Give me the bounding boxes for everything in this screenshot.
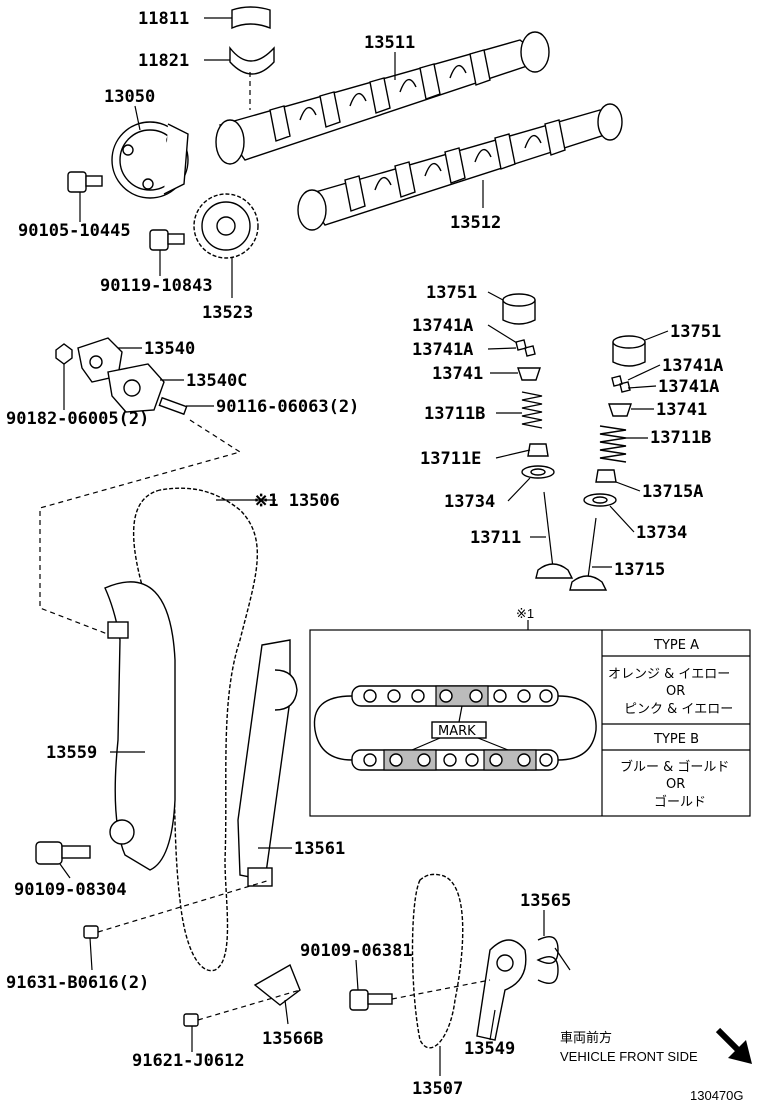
label-13741-intake: 13741 [432,364,483,384]
label-91631-B0616: 91631-B0616(2) [6,973,149,993]
vehicle-front-en: VEHICLE FRONT SIDE [560,1049,698,1064]
type-b-line1: ブルー & ゴールド [620,759,729,775]
bolt-90119[interactable] [149,229,185,251]
camshaft-exhaust-13512[interactable] [297,103,623,231]
label-90116-06063: 90116-06063(2) [216,397,359,417]
figure-id: 130470G [690,1088,744,1103]
label-13506: ※1 13506 [254,491,340,511]
label-13741A-4: 13741A [658,377,719,397]
label-13711E: 13711E [420,449,481,469]
label-13711: 13711 [470,528,521,548]
lifter-13751-intake[interactable] [502,293,536,325]
label-90105-10445: 90105-10445 [18,221,131,241]
label-13751-intake: 13751 [426,283,477,303]
camshaft-intake-13511[interactable] [215,31,550,165]
bearing-upper-11811[interactable] [231,6,271,30]
label-13549: 13549 [464,1039,515,1059]
retainer-13741-intake[interactable] [517,367,541,381]
spring-13711B-intake[interactable] [521,391,543,429]
type-a-line2: ピンク & イエロー [624,702,733,717]
spring-13565[interactable] [536,936,571,984]
type-a-or: OR [666,684,685,699]
label-13512: 13512 [450,213,501,233]
label-13741A-2: 13741A [412,340,473,360]
label-13559: 13559 [46,743,97,763]
washer-13734-intake[interactable] [521,465,555,479]
label-13566B: 13566B [262,1029,323,1049]
seal-13715A[interactable] [595,469,617,483]
label-13540C: 13540C [186,371,247,391]
label-13565: 13565 [520,891,571,911]
label-13523: 13523 [202,303,253,323]
spring-13711B-exhaust[interactable] [599,425,627,463]
inset-ref-mark: ※1 [516,606,534,621]
sprocket-13523[interactable] [193,193,259,259]
chain-13507[interactable] [411,873,464,1049]
label-13741A-1: 13741A [412,316,473,336]
label-90182-06005: 90182-06005(2) [6,409,149,429]
tensioner-arm-13549[interactable] [476,939,527,1041]
arrow-down-right-icon [715,1027,752,1064]
label-13715: 13715 [614,560,665,580]
label-13561: 13561 [294,839,345,859]
label-13050: 13050 [104,87,155,107]
label-13741-exhaust: 13741 [656,400,707,420]
keeper-13741A-exhaust[interactable] [611,375,631,393]
chain-guide-13566B[interactable] [253,963,301,1006]
gasket-13540C[interactable] [107,363,165,413]
chain-links-upper [351,685,559,707]
retainer-13741-exhaust[interactable] [608,403,632,417]
timing-chain-13506[interactable] [133,487,258,972]
label-11821: 11821 [138,51,189,71]
lifter-13751-exhaust[interactable] [612,335,646,367]
chain-slipper-13561[interactable] [237,639,298,887]
valve-13711-intake[interactable] [535,491,574,579]
inset-mark-label: MARK [438,724,476,739]
valve-13715-exhaust[interactable] [569,517,608,591]
washer-13734-exhaust[interactable] [583,493,617,507]
bearing-lower-11821[interactable] [229,45,275,75]
type-b-line2: ゴールド [654,794,706,810]
chain-mark-inset: MARK TYPE A オレンジ & イエロー OR ピンク & イエロー TY… [309,629,751,817]
label-13734-exhaust: 13734 [636,523,687,543]
label-90109-06381: 90109-06381 [300,941,413,961]
type-a-line1: オレンジ & イエロー [608,667,730,682]
bolt-90105[interactable] [67,171,103,193]
chain-guide-13559[interactable] [104,581,176,871]
type-b-title: TYPE B [653,732,699,747]
bolt-91631[interactable] [83,925,99,939]
label-90119-10843: 90119-10843 [100,276,213,296]
chain-links-lower [351,749,559,771]
label-13540: 13540 [144,339,195,359]
bolt-90109-06381[interactable] [349,989,393,1011]
type-a-title: TYPE A [653,638,699,653]
keeper-13741A-intake[interactable] [515,339,536,357]
vvt-gear-13050[interactable] [111,121,189,199]
stud-90116[interactable] [158,396,188,416]
part-labels: 11811 11821 13511 13050 90105-10445 1351… [6,9,723,1099]
label-90109-08304: 90109-08304 [14,880,127,900]
label-13507: 13507 [412,1079,463,1099]
label-91621-J0612: 91621-J0612 [132,1051,245,1071]
label-13711B-exhaust: 13711B [650,428,711,448]
label-13511: 13511 [364,33,415,53]
label-13734-intake: 13734 [444,492,495,512]
vehicle-front-jp: 車両前方 [560,1030,612,1045]
label-11811: 11811 [138,9,189,29]
seal-13711E[interactable] [527,443,549,457]
label-13711B-intake: 13711B [424,404,485,424]
leader-lines [59,17,669,1076]
bolt-91621[interactable] [183,1013,199,1027]
label-13751-exhaust: 13751 [670,322,721,342]
bolt-90109-08304[interactable] [35,841,91,865]
label-13715A: 13715A [642,482,703,502]
nut-90182[interactable] [55,343,73,365]
label-13741A-3: 13741A [662,356,723,376]
type-b-or: OR [666,777,685,792]
